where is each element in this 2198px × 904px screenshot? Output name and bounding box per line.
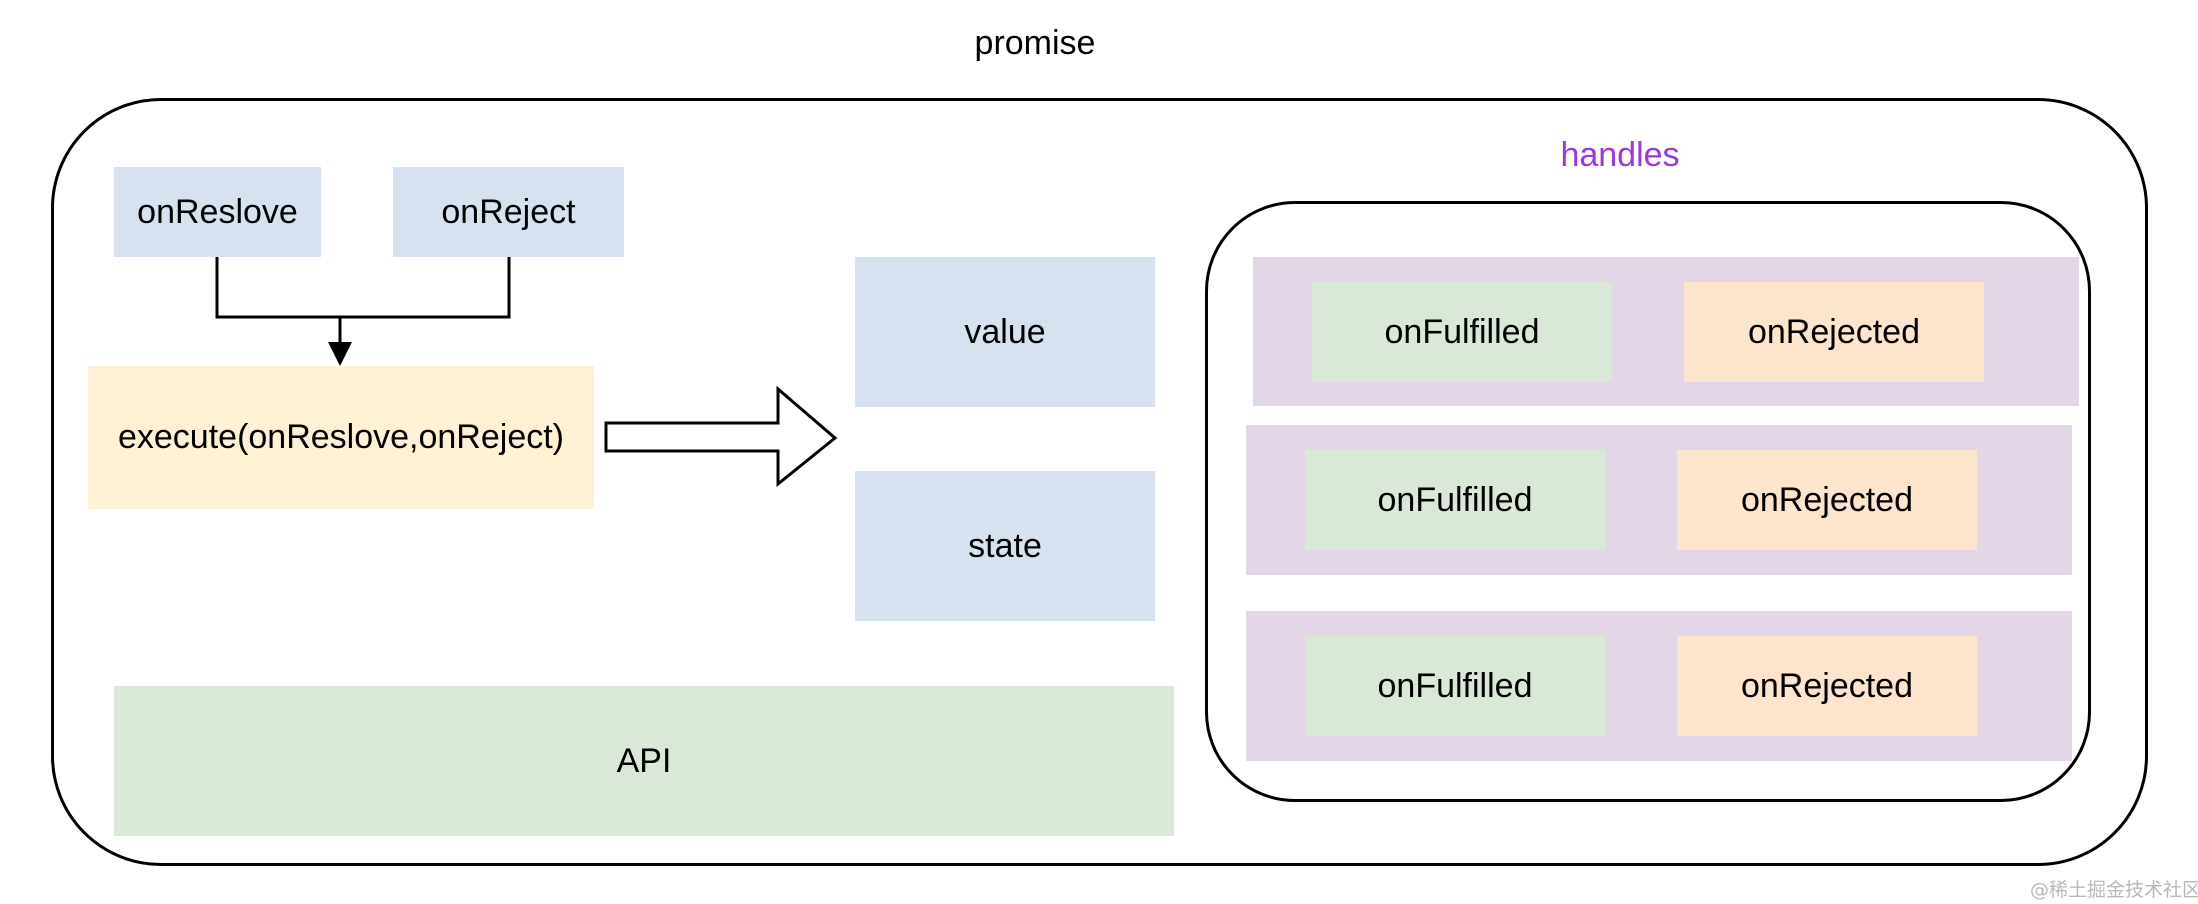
on-fulfilled-box: onFulfilled [1305,636,1605,736]
watermark: @稀土掘金技术社区 [2030,879,2198,901]
execute-to-state-arrow [604,385,838,488]
on-rejected-box: onRejected [1677,450,1977,550]
execute-box: execute(onReslove,onReject) [88,366,594,509]
promise-container [51,98,2148,866]
state-box: state [855,471,1155,621]
handles-container [1205,201,2091,802]
value-box: value [855,257,1155,407]
on-fulfilled-box: onFulfilled [1312,282,1612,382]
handles-title: handles [1560,136,1680,174]
execute-arrowhead [328,342,352,366]
api-box: API [114,686,1174,836]
on-reject-box: onReject [393,167,624,257]
on-fulfilled-box: onFulfilled [1305,450,1605,550]
on-rejected-box: onRejected [1677,636,1977,736]
callback-merge-connector [215,257,511,319]
on-rejected-box: onRejected [1684,282,1984,382]
promise-title: promise [974,24,1096,62]
on-resolve-box: onReslove [114,167,321,257]
